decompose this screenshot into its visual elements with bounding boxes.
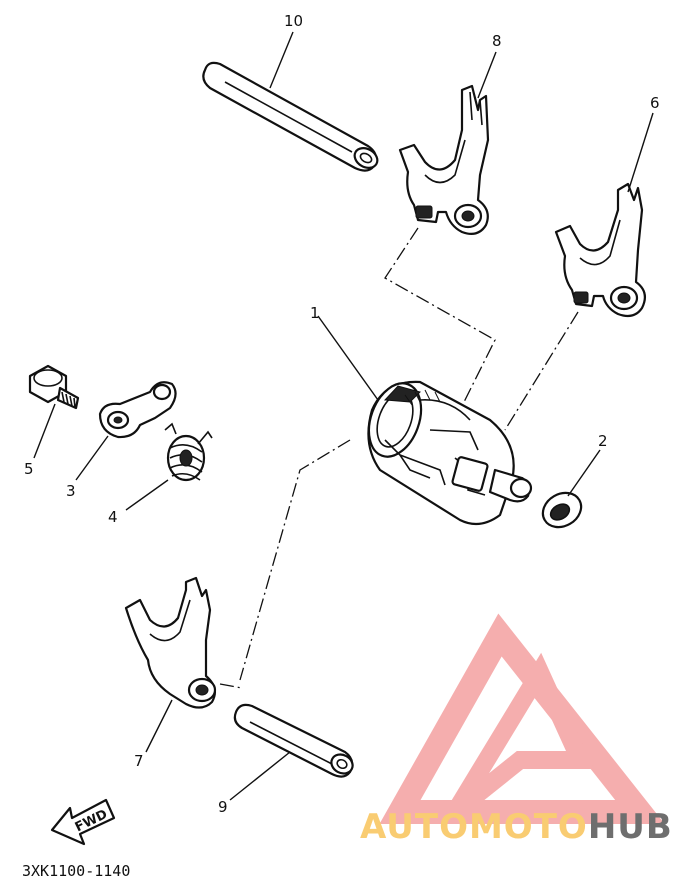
- part-10-guide-bar: [202, 61, 379, 172]
- callout-3: 3: [66, 482, 76, 500]
- forward-arrow: FWD: [50, 798, 116, 846]
- callout-numbers: 10 8 6 1 2 5 3 4 7 9: [24, 12, 660, 816]
- callout-4: 4: [108, 508, 118, 526]
- watermark-triangle-outer: [379, 613, 665, 824]
- assembly-lines: [219, 227, 579, 689]
- part-1-shift-drum: [367, 380, 533, 526]
- callout-6: 6: [650, 94, 660, 112]
- part-2-washer: [541, 491, 583, 529]
- callout-9: 9: [218, 798, 228, 816]
- callout-1: 1: [310, 304, 320, 322]
- callout-7: 7: [134, 752, 144, 770]
- figure-code: 3XK1100-1140: [22, 862, 130, 880]
- watermark-triangle-inner: [447, 652, 594, 820]
- part-9-guide-bar: [233, 703, 354, 778]
- part-6-shift-fork: [554, 182, 647, 318]
- part-3-stopper-lever: [98, 381, 177, 439]
- callout-10: 10: [284, 12, 303, 30]
- part-5-bolt: [28, 364, 80, 410]
- callout-8: 8: [492, 32, 502, 50]
- part-8-shift-fork: [398, 84, 490, 235]
- callout-2: 2: [598, 432, 608, 450]
- watermark-logo: AUTOMOTOHUB: [360, 613, 673, 847]
- leader-lines: [33, 31, 654, 801]
- watermark-text: AUTOMOTOHUB: [360, 807, 673, 847]
- callout-5: 5: [24, 460, 34, 478]
- part-7-shift-fork: [124, 576, 217, 709]
- part-4-torsion-spring: [164, 422, 213, 482]
